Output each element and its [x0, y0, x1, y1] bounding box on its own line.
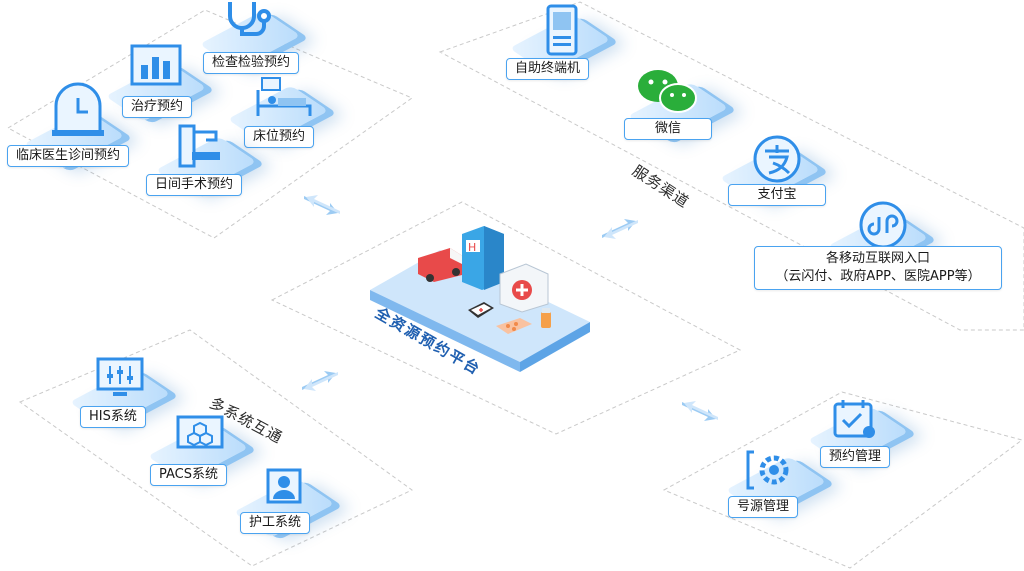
systems-region — [18, 329, 413, 567]
stethoscope-icon — [218, 0, 278, 40]
arrow-management — [682, 401, 718, 421]
label-surgery[interactable]: 日间手术预约 — [146, 174, 243, 196]
phone-icon — [466, 300, 496, 324]
label-alipay[interactable]: 支付宝 — [728, 184, 826, 206]
label-kiosk[interactable]: 自助终端机 — [506, 58, 590, 80]
arrow-systems — [302, 371, 338, 391]
label-source[interactable]: 号源管理 — [728, 496, 799, 518]
mini-program-icon — [858, 200, 908, 250]
monitor-hexagon-icon — [174, 414, 226, 456]
label-mobile-title: 各移动互联网入口 — [825, 251, 930, 266]
arrow-appointments — [304, 195, 340, 215]
gear-icon — [744, 448, 796, 492]
svg-text:H: H — [468, 241, 476, 254]
pills-icon — [494, 316, 534, 338]
label-booking[interactable]: 预约管理 — [820, 446, 891, 468]
monitor-sliders-icon — [94, 356, 146, 398]
clock-icon — [50, 82, 106, 138]
label-clinic[interactable]: 临床医生诊间预约 — [7, 145, 130, 167]
label-his[interactable]: HIS系统 — [80, 406, 146, 428]
label-exam[interactable]: 检查检验预约 — [203, 52, 300, 74]
label-caregiver[interactable]: 护工系统 — [240, 512, 311, 534]
label-pacs[interactable]: PACS系统 — [150, 464, 228, 486]
ambulance-icon — [414, 244, 470, 284]
medical-kit-icon — [496, 258, 552, 314]
management-region — [662, 391, 1024, 569]
center-region — [270, 201, 742, 435]
calendar-check-icon — [830, 396, 878, 442]
surgery-machine-icon — [174, 122, 226, 170]
label-mobile-sub: （云闪付、政府APP、医院APP等） — [775, 269, 981, 284]
chart-board-icon — [128, 42, 184, 90]
alipay-icon — [752, 134, 802, 184]
hospital-building-icon: H — [458, 224, 508, 292]
arrow-channels — [602, 219, 638, 239]
label-wechat[interactable]: 微信 — [624, 118, 712, 140]
label-mobile[interactable]: 各移动互联网入口 （云闪付、政府APP、医院APP等） — [754, 246, 1002, 290]
bottle-icon — [538, 306, 554, 330]
wechat-icon — [634, 66, 700, 116]
caregiver-icon — [264, 466, 304, 506]
label-bed[interactable]: 床位预约 — [244, 126, 315, 148]
hospital-bed-icon — [254, 76, 314, 120]
label-treatment[interactable]: 治疗预约 — [122, 96, 193, 118]
kiosk-icon — [544, 4, 580, 56]
